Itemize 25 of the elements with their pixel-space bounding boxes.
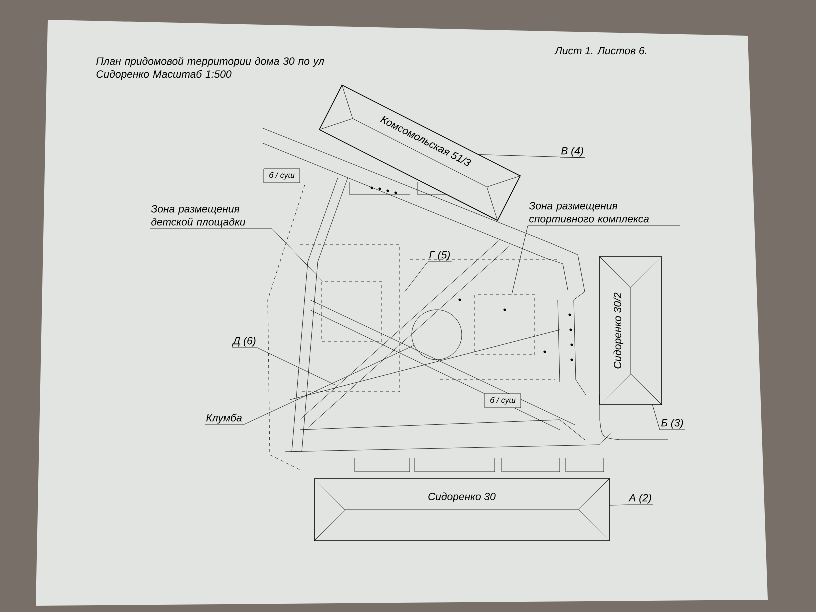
leader-line [652, 405, 686, 430]
leader-line [610, 504, 654, 506]
drawing-title: План придомовой территории дома 30 по ул Сидоренко Масштаб 1:500 [96, 57, 324, 80]
zone-label: Б (3) [662, 419, 684, 429]
dashed-zone [322, 282, 382, 342]
dashed-zone [474, 294, 536, 356]
leader-line [404, 262, 452, 292]
leader-line [150, 228, 324, 282]
shed-box: б / суш [264, 168, 300, 184]
flowerbed-circle [412, 310, 462, 360]
building-outline: Сидоренко 30 [314, 478, 610, 542]
building-outline: Сидоренко 30/2 [599, 256, 663, 406]
zone-label: Зона размещения детской площадки [151, 205, 246, 228]
zone-label: Клумба [206, 414, 242, 424]
sheet-number: Лист 1. Листов 6. [554, 47, 646, 55]
leader-line [479, 154, 586, 158]
shed-box: б / суш [484, 394, 522, 408]
zone-label: Г (5) [430, 251, 450, 261]
zone-label: Зона размещения спортивного комплекса [529, 202, 650, 225]
leader-line [232, 348, 336, 386]
leader-line [204, 345, 414, 426]
zone-label: В (4) [562, 147, 584, 157]
zone-label: Д (6) [232, 337, 256, 347]
leader-line [512, 226, 681, 295]
zone-label: А (2) [628, 494, 652, 504]
